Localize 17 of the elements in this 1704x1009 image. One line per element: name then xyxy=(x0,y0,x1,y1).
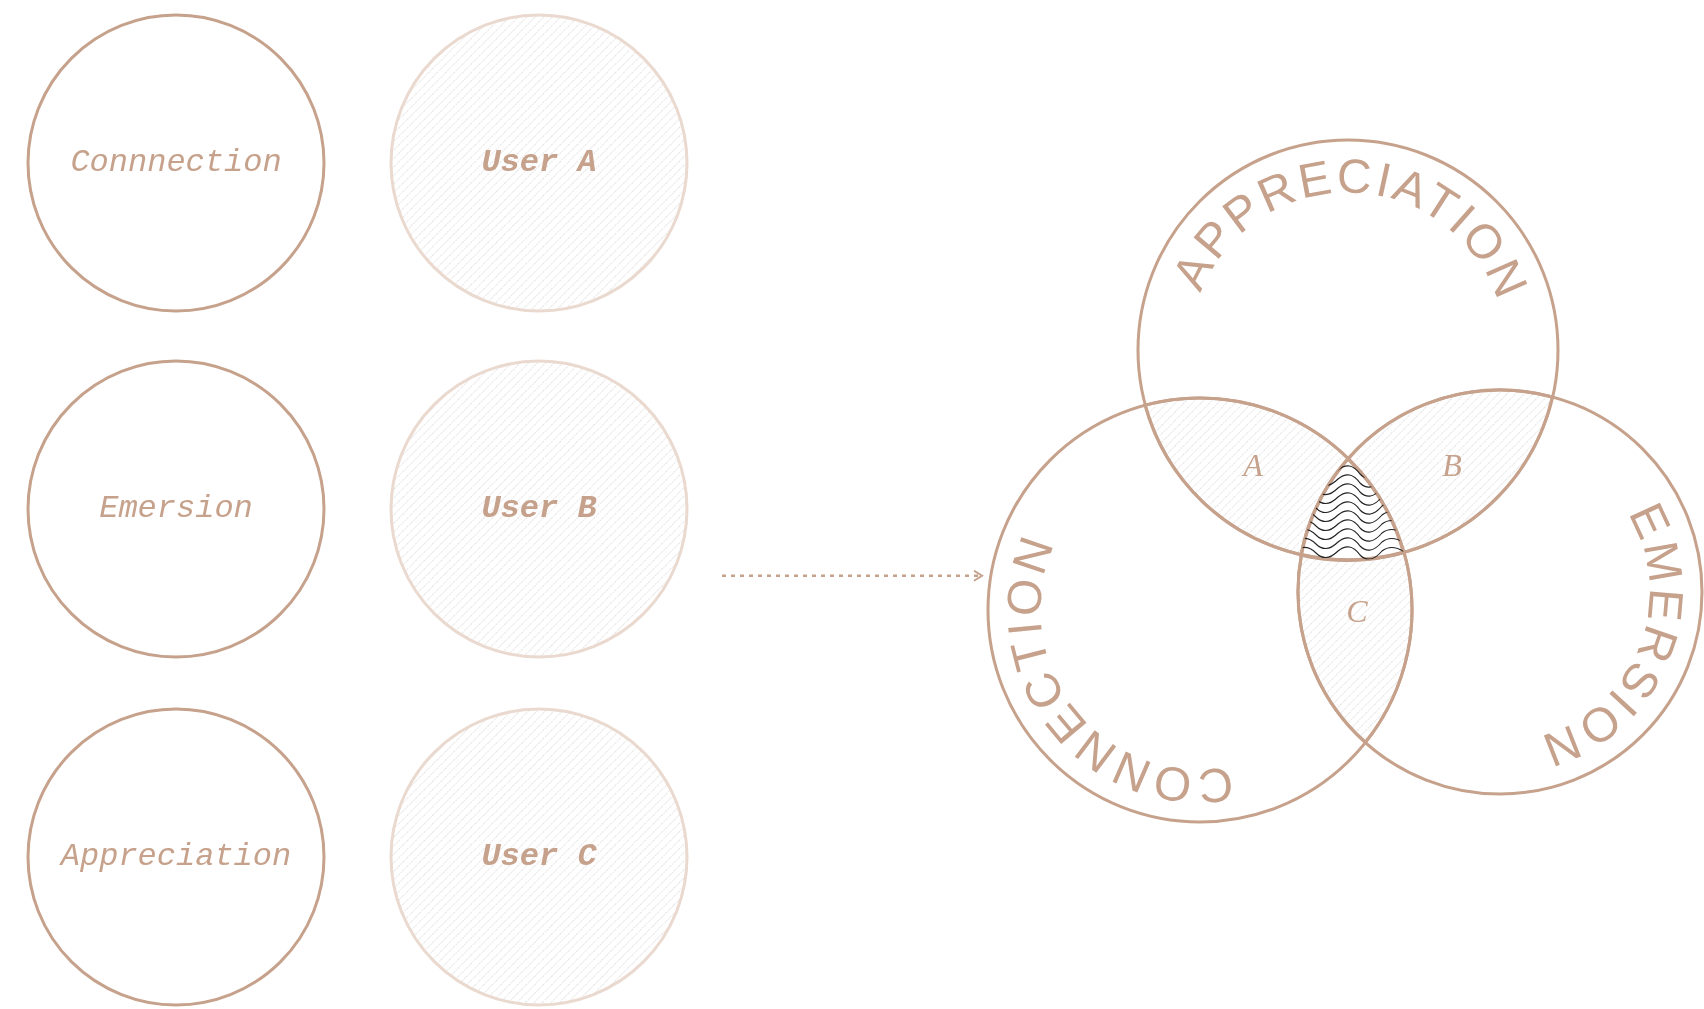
region-label: C xyxy=(1346,595,1368,627)
dashed-arrow xyxy=(722,569,983,582)
outline-circle xyxy=(26,13,326,313)
region-label: A xyxy=(1243,449,1263,481)
circle-label: Connnection xyxy=(70,143,282,183)
outline-circle xyxy=(26,359,326,659)
circle-label: User C xyxy=(481,837,597,877)
region-label: B xyxy=(1442,449,1462,481)
hatched-circle xyxy=(389,359,689,659)
hatched-circle xyxy=(389,13,689,313)
hatched-circle xyxy=(389,707,689,1007)
overlap-region xyxy=(1296,550,1414,745)
outline-circle xyxy=(26,707,326,1007)
circle-label: User A xyxy=(481,143,597,183)
circle-label: User B xyxy=(481,489,597,529)
circle-label: Appreciation xyxy=(60,837,292,877)
circle-label: Emersion xyxy=(99,489,253,529)
